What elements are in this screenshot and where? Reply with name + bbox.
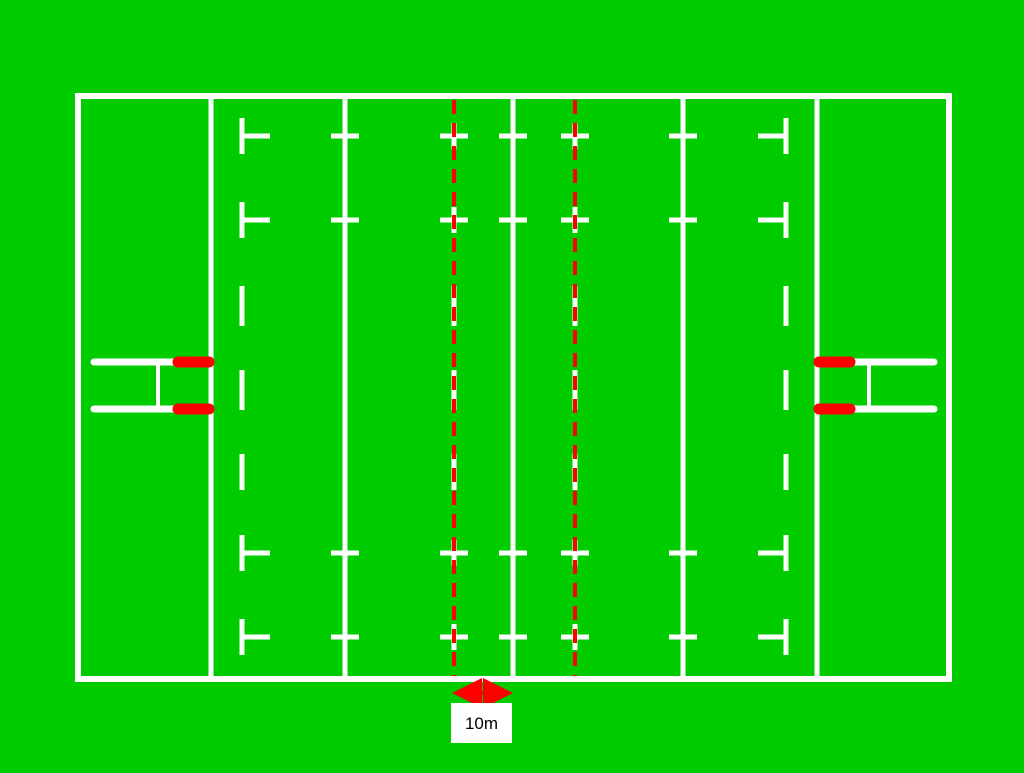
five-metre-lines bbox=[239, 286, 789, 490]
measurement-label-box bbox=[451, 703, 512, 743]
measurement-label-text: 10m bbox=[465, 714, 498, 733]
field-lines bbox=[208, 96, 820, 679]
highlighted-lines bbox=[452, 100, 577, 676]
measurement-label: 10m bbox=[451, 703, 512, 743]
goal-posts-right bbox=[813, 356, 938, 415]
goal-posts-left bbox=[90, 356, 215, 415]
